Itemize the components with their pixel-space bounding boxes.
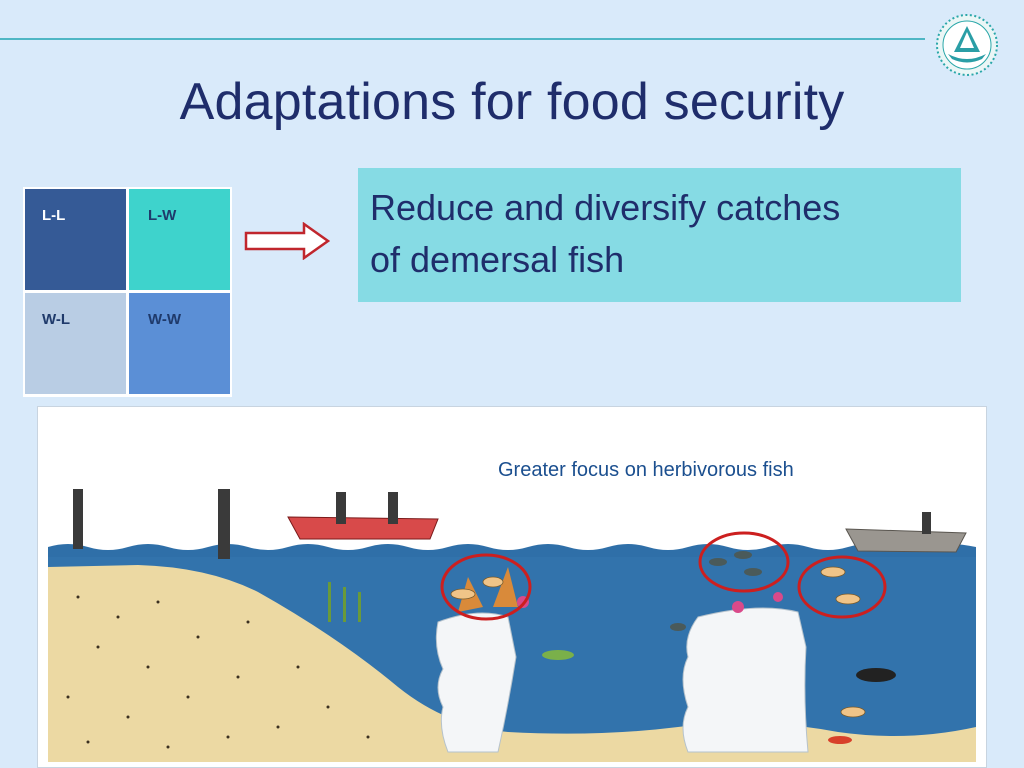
quadrant-grid: L-L L-W W-L W-W: [23, 187, 232, 397]
quadrant-cell-ll: L-L: [25, 189, 126, 290]
quadrant-cell-lw: L-W: [129, 189, 230, 290]
fisheries-illustration: Greater focus on herbivorous fish: [37, 406, 987, 768]
strategy-callout: Reduce and diversify catches of demersal…: [358, 168, 961, 302]
callout-line-2: of demersal fish: [370, 239, 625, 280]
header-rule: [0, 38, 925, 40]
callout-line-1: Reduce and diversify catches: [370, 187, 841, 228]
organization-logo-icon: [936, 14, 998, 76]
quadrant-cell-ww: W-W: [129, 293, 230, 394]
slide-title: Adaptations for food security: [179, 73, 845, 131]
reef-scene-drawing: [46, 413, 978, 763]
quadrant-cell-wl: W-L: [25, 293, 126, 394]
right-arrow-icon: [244, 222, 330, 260]
illustration-caption: Greater focus on herbivorous fish: [498, 459, 794, 481]
